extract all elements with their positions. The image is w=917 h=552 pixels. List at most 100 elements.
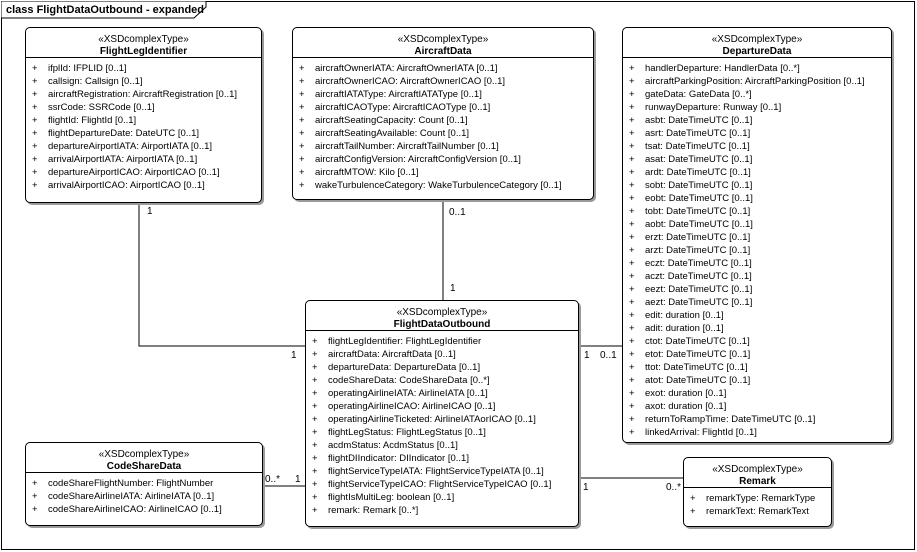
attribute-text: arrivalAirportICAO: AirportICAO [0..1] [48,180,205,191]
visibility-marker: + [629,349,635,360]
attribute-text: ctot: DateTimeUTC [0..1] [645,336,750,347]
multiplicity-ad-bottom: 1 [450,283,456,294]
attribute-text: remarkType: RemarkType [706,493,816,504]
visibility-marker: + [629,427,635,438]
visibility-marker: + [629,271,635,282]
class-header: «XSDcomplexType» CodeShareData [26,443,262,473]
class-header: «XSDcomplexType» DepartureData [623,28,891,58]
diagram-title: class FlightDataOutbound - expanded [6,4,205,16]
attribute-row: +ssrCode: SSRCode [0..1] [32,101,261,114]
attribute-row: +tobt: DateTimeUTC [0..1] [629,205,891,218]
stereotype-label: «XSDcomplexType» [98,449,190,460]
attribute-text: arzt: DateTimeUTC [0..1] [645,245,751,256]
attribute-row: +runwayDeparture: Runway [0..1] [629,101,891,114]
class-code-share-data[interactable]: «XSDcomplexType» CodeShareData +codeShar… [25,442,263,526]
attribute-text: codeShareAirlineICAO: AirlineICAO [0..1] [48,504,222,515]
attribute-text: eezt: DateTimeUTC [0..1] [645,284,753,295]
stereotype-label: «XSDcomplexType» [712,464,803,475]
visibility-marker: + [32,76,38,87]
attribute-row: +aircraftSeatingAvailable: Count [0..1] [299,127,593,140]
attribute-row: +operatingAirlineICAO: AirlineICAO [0..1… [312,400,578,413]
attribute-row: +flightLegIdentifier: FlightLegIdentifie… [312,335,578,348]
multiplicity-dd-right: 0..1 [600,350,617,361]
attribute-row: + ardt: DateTimeUTC [0..1] [629,166,891,179]
visibility-marker: + [32,102,38,113]
attribute-row: +aircraftData: AircraftData [0..1] [312,348,578,361]
attribute-text: flightDIIndicator: DIIndicator [0..1] [328,453,469,464]
attribute-text: aircraftOwnerICAO: AircraftOwnerICAO [0.… [315,76,506,87]
attribute-text: erzt: DateTimeUTC [0..1] [645,232,751,243]
attribute-text: adit: duration [0..1] [645,323,724,334]
visibility-marker: + [32,167,38,178]
attribute-row: +eczt: DateTimeUTC [0..1] [629,257,891,270]
multiplicity-rem-left: 1 [583,482,589,493]
attribute-row: +aircraftRegistration: AircraftRegistrat… [32,88,261,101]
visibility-marker: + [629,167,635,178]
attribute-row: +flightId: FlightId [0..1] [32,114,261,127]
attribute-row: + departureAirportIATA: AirportIATA [0..1… [32,140,261,153]
visibility-marker: + [312,388,318,399]
visibility-marker: + [32,491,38,502]
attribute-text: aircraftSeatingAvailable: Count [0..1] [315,128,470,139]
class-departure-data[interactable]: «XSDcomplexType» DepartureData + handlerD… [622,27,892,443]
attribute-text: handlerDeparture: HandlerData [0..*] [645,63,800,74]
class-aircraft-data[interactable]: «XSDcomplexType» AircraftData + aircraftO… [292,27,594,200]
attribute-text: remark: Remark [0..*] [328,505,419,516]
class-header: «XSDcomplexType» FlightDataOutbound [306,301,578,331]
attribute-row: + asat: DateTimeUTC [0..1] [629,153,891,166]
class-flight-leg-identifier[interactable]: «XSDcomplexType» FlightLegIdentifier +if… [25,27,262,203]
attribute-row: +ttot: DateTimeUTC [0..1] [629,361,891,374]
attribute-text: departureAirportICAO: AirportICAO [0..1] [48,167,220,178]
attribute-text: flightLegStatus: FlightLegStatus [0..1] [328,427,486,438]
attribute-row: +aircraftSeatingCapacity: Count [0..1] [299,114,593,127]
stereotype-label: «XSDcomplexType» [397,34,489,45]
visibility-marker: + [299,180,305,191]
attribute-text: aircraftParkingPosition: AircraftParking… [645,76,865,87]
attribute-row: +atot: DateTimeUTC [0..1] [629,374,891,387]
attribute-row: +aircraftMTOW: Kilo [0..1] [299,166,593,179]
attribute-row: +eobt: DateTimeUTC [0..1] [629,192,891,205]
visibility-marker: + [629,141,635,152]
visibility-marker: + [32,141,38,152]
attribute-text: asat: DateTimeUTC [0..1] [645,154,753,165]
attribute-row: +codeShareData: CodeShareData [0..*] [312,374,578,387]
class-name: DepartureData [722,46,792,57]
attribute-row: +codeShareAirlineIATA: AirlineIATA [0..1… [32,490,262,503]
class-name: FlightDataOutbound [393,319,491,330]
visibility-marker: + [312,505,318,516]
attribute-row: +aobt: DateTimeUTC [0..1] [629,218,891,231]
attribute-row: +operatingAirlineTicketed: AirlineIATAor… [312,413,578,426]
visibility-marker: + [312,453,318,464]
visibility-marker: + [312,401,318,412]
attribute-text: aircraftConfigVersion: AircraftConfigVer… [315,154,521,165]
attribute-text: ardt: DateTimeUTC [0..1] [645,167,751,178]
visibility-marker: + [629,154,635,165]
class-remark[interactable]: «XSDcomplexType» Remark +remarkType: Rem… [683,457,832,527]
title-tab-shape [1,1,207,19]
attribute-row: +arzt: DateTimeUTC [0..1] [629,244,891,257]
attribute-row: +remarkText: RemarkText [690,505,831,518]
multiplicity-fli-bottom: 1 [291,350,297,361]
visibility-marker: + [629,232,635,243]
attribute-text: flightDepartureDate: DateUTC [0..1] [48,128,200,139]
attribute-text: ifplId: IFPLID [0..1] [48,63,127,74]
visibility-marker: + [629,401,635,412]
attribute-row: + linkedArrival: FlightId [0..1] [629,426,891,439]
class-name: CodeShareData [106,461,182,472]
class-name: Remark [739,476,776,487]
class-flight-data-outbound[interactable]: «XSDcomplexType» FlightDataOutbound +fli… [305,300,579,527]
assoc-flightlegidentifier [138,203,305,347]
attribute-text: departureAirportIATA: AirportIATA [0..1] [48,141,213,152]
multiplicity-csd-right: 1 [295,474,301,485]
attribute-row: + erzt: DateTimeUTC [0..1] [629,231,891,244]
visibility-marker: + [32,63,38,74]
visibility-marker: + [312,479,318,490]
attribute-text: codeShareData: CodeShareData [0..*] [328,375,490,386]
attribute-row: +remarkType: RemarkType [690,492,831,505]
attribute-text: linkedArrival: FlightId [0..1] [645,427,757,438]
visibility-marker: + [32,180,38,191]
class-name: AircraftData [414,46,472,57]
attribute-row: +wakeTurbulenceCategory: WakeTurbulenceC… [299,179,593,192]
attribute-text: aczt: DateTimeUTC [0..1] [645,271,752,282]
